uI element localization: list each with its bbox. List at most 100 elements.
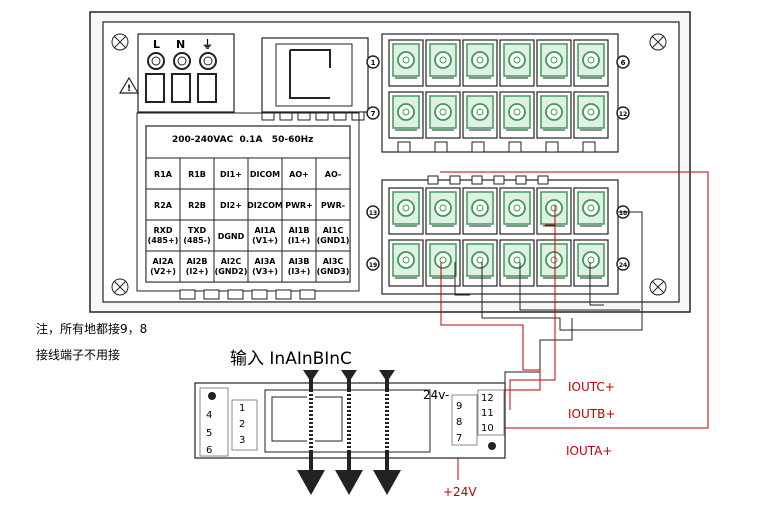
label-cell-text: AI2A bbox=[153, 257, 175, 266]
terminal-screw-icon bbox=[439, 256, 447, 264]
module-left-pins bbox=[231, 399, 258, 451]
terminal-screw-icon bbox=[545, 103, 563, 121]
arrow-dash bbox=[383, 436, 391, 438]
label-cell-text: (GND1) bbox=[317, 236, 350, 245]
arrow-dash bbox=[307, 444, 315, 446]
connector-tab bbox=[203, 289, 220, 300]
arrow-dash bbox=[345, 420, 353, 422]
label-cell-text: (V3+) bbox=[252, 267, 278, 276]
arrow-dash bbox=[307, 404, 315, 406]
label-cell-text: AI1A bbox=[255, 226, 277, 235]
terminal-screw-icon bbox=[471, 103, 489, 121]
terminal-screw-icon bbox=[587, 204, 595, 212]
power-screw-icon bbox=[147, 52, 165, 70]
connector-tab bbox=[471, 141, 485, 153]
pin-number: 6 bbox=[206, 445, 212, 456]
label-cell bbox=[315, 188, 351, 221]
arrow-dash bbox=[307, 428, 315, 430]
label-cell-text: (V1+) bbox=[252, 236, 278, 245]
terminal-screw-icon bbox=[402, 256, 410, 264]
label-cell-text: PWR- bbox=[321, 201, 345, 210]
mount-hole-icon bbox=[208, 392, 216, 400]
arrow-dash bbox=[307, 448, 315, 450]
terminal-screw-icon bbox=[402, 56, 410, 64]
terminal-number: 19 bbox=[366, 257, 380, 271]
arrow-dash bbox=[345, 444, 353, 446]
terminal-number: 24 bbox=[616, 257, 630, 271]
mount-hole-icon bbox=[488, 442, 496, 450]
screw-icon bbox=[111, 278, 129, 296]
pin-number: 5 bbox=[206, 428, 212, 439]
terminal-blocks bbox=[388, 39, 609, 287]
arrow-dash bbox=[345, 404, 353, 406]
pin-number: 3 bbox=[239, 435, 245, 446]
label-cell-text: (GND3) bbox=[317, 267, 350, 276]
pin-number: 12 bbox=[481, 393, 494, 404]
terminal-number: 12 bbox=[616, 106, 630, 120]
arrow-head-icon bbox=[335, 470, 363, 495]
label-cell-text: (GND2) bbox=[215, 267, 248, 276]
arrow-dash bbox=[345, 400, 353, 402]
terminal-screw-icon bbox=[513, 256, 521, 264]
arrow-dash bbox=[307, 436, 315, 438]
terminal-screw-icon bbox=[582, 103, 600, 121]
arrow-dash bbox=[345, 432, 353, 434]
connector-tab bbox=[315, 111, 329, 121]
connector-tab bbox=[351, 111, 365, 121]
terminal-screw-icon bbox=[508, 103, 526, 121]
ioutb-label: IOUTB+ bbox=[568, 407, 615, 421]
terminal-screw-icon bbox=[550, 256, 558, 264]
input-label: 输入 InAInBInC bbox=[230, 349, 352, 369]
terminal-screw-icon bbox=[402, 204, 410, 212]
terminal-screw-icon bbox=[582, 199, 600, 217]
label-cell-text: DICOM bbox=[250, 170, 280, 179]
supply-minus-label: 24v- bbox=[423, 388, 449, 402]
pin-number: 7 bbox=[456, 433, 462, 444]
connector-tab bbox=[427, 175, 439, 185]
bottom-tabs bbox=[179, 289, 316, 300]
label-cell-text: TXD bbox=[188, 226, 207, 235]
module-window bbox=[271, 396, 343, 442]
terminal-screw-icon bbox=[397, 51, 415, 69]
terminal-screw-icon bbox=[587, 108, 595, 116]
display-segment bbox=[289, 49, 331, 99]
pin-number: 10 bbox=[481, 423, 494, 434]
arrow-dash bbox=[345, 436, 353, 438]
black-wires bbox=[454, 211, 643, 398]
top-tabs bbox=[261, 111, 365, 121]
terminal-screw-icon bbox=[513, 56, 521, 64]
terminal-screw-icon bbox=[476, 108, 484, 116]
label-cell-text: (I2+) bbox=[186, 267, 209, 276]
connector-tab bbox=[275, 289, 292, 300]
label-cell-text: AO- bbox=[325, 170, 341, 179]
connector-tab bbox=[261, 111, 275, 121]
label-cell-text: AI3B bbox=[289, 257, 310, 266]
terminal-screw-icon bbox=[545, 251, 563, 269]
label-cell-text: AI2B bbox=[187, 257, 208, 266]
arrow-dash bbox=[345, 412, 353, 414]
terminal-screw-icon bbox=[434, 103, 452, 121]
terminal-screw-icon bbox=[582, 51, 600, 69]
arrow-dash bbox=[307, 432, 315, 434]
arrow-head-icon bbox=[303, 370, 319, 382]
terminal-screw-icon bbox=[582, 251, 600, 269]
label-cell-text: (485-) bbox=[183, 236, 210, 245]
terminal-screw-icon bbox=[587, 256, 595, 264]
terminal-screw-icon bbox=[439, 56, 447, 64]
ioutc-label: IOUTC+ bbox=[568, 380, 615, 394]
label-table-frame bbox=[136, 112, 360, 292]
arrow-dash bbox=[307, 440, 315, 442]
label-cell-text: PWR+ bbox=[285, 201, 313, 210]
connector-tab bbox=[251, 289, 268, 300]
terminal-screw-icon bbox=[434, 251, 452, 269]
arrow-dash bbox=[307, 420, 315, 422]
arrow-head-icon bbox=[373, 470, 401, 495]
connector-tab bbox=[299, 289, 316, 300]
arrow-dash bbox=[383, 440, 391, 442]
terminal-number: 1 bbox=[366, 55, 380, 69]
module-right-outer-pins bbox=[477, 389, 505, 436]
arrow-dash bbox=[307, 424, 315, 426]
label-cell-text: DGND bbox=[218, 232, 245, 241]
screw-icon bbox=[649, 278, 667, 296]
